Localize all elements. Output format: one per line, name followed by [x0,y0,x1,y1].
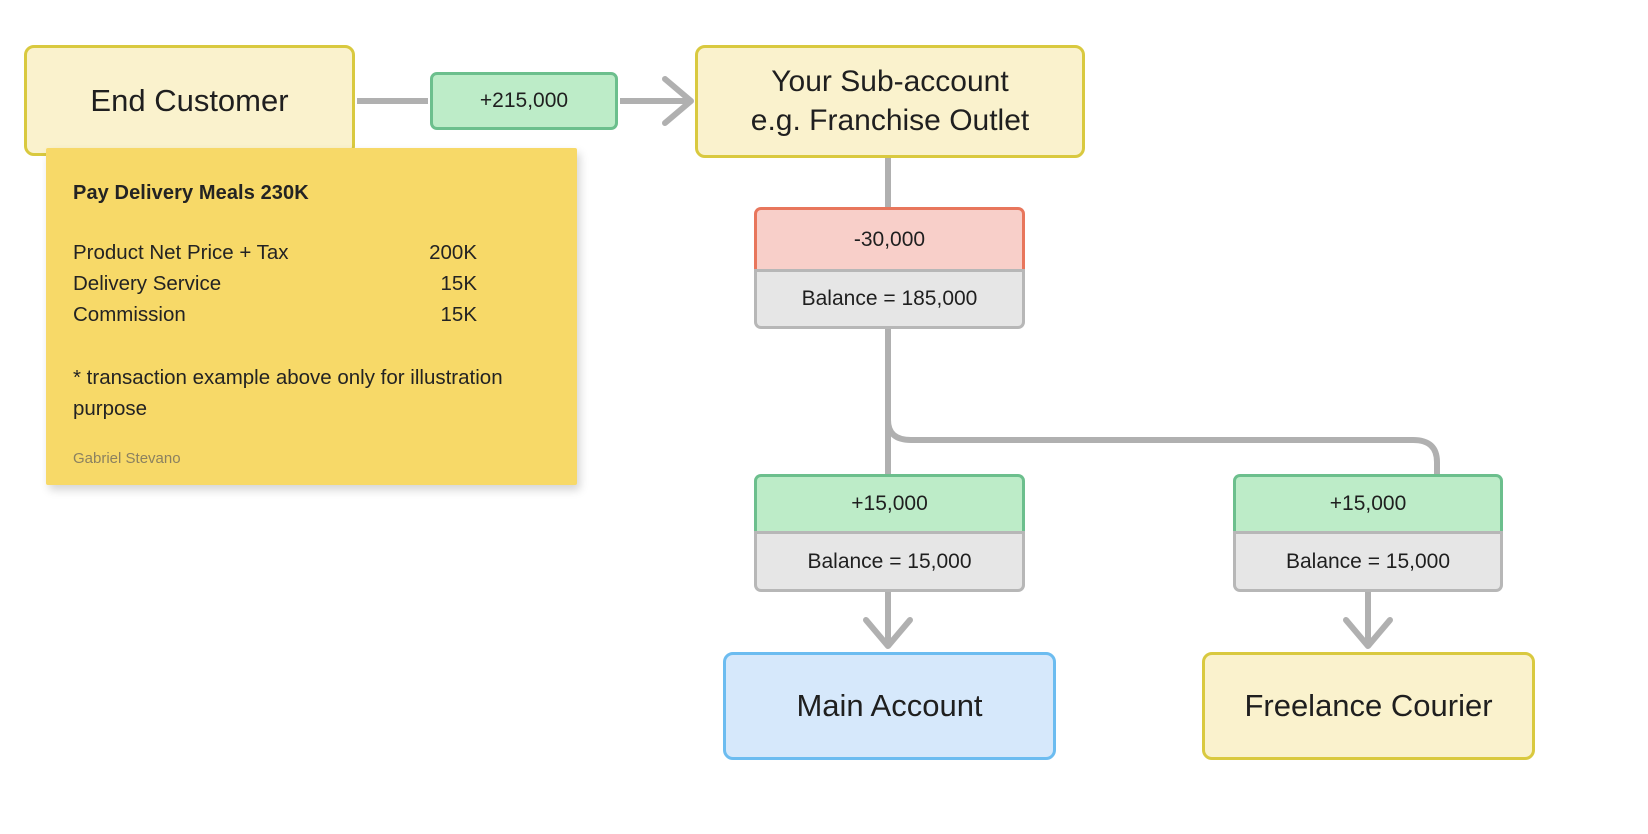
amount-chip-customer-payment-value: +215,000 [479,89,569,112]
breakdown-value: 200K [429,241,477,264]
breakdown-label: Delivery Service [73,271,222,295]
transaction-amount-commission[interactable]: +15,000 [754,474,1025,531]
node-freelance-courier-label: Freelance Courier [1244,688,1493,724]
transaction-card-delivery-fee[interactable]: +15,000 Balance = 15,000 [1233,474,1503,592]
node-end-customer[interactable]: End Customer [24,45,355,156]
transaction-amount-delivery-fee[interactable]: +15,000 [1233,474,1503,531]
breakdown-label: Commission [73,302,186,326]
breakdown-value: 15K [440,302,477,326]
arrowhead-right-subaccount [662,76,694,126]
transaction-amount-commission-value: +15,000 [851,492,928,515]
sticky-note-breakdown-row: Product Net Price + Tax 200K [73,238,550,269]
sticky-note-title: Pay Delivery Meals 230K [73,182,309,204]
transaction-amount-subaccount-fee[interactable]: -30,000 [754,207,1025,269]
sticky-note-breakdown-row: Commission 15K [73,300,550,331]
transaction-balance-commission[interactable]: Balance = 15,000 [754,531,1025,592]
sticky-note-author: Gabriel Stevano [73,449,181,467]
transaction-balance-delivery-fee-value: Balance = 15,000 [1285,549,1451,573]
transaction-card-commission[interactable]: +15,000 Balance = 15,000 [754,474,1025,592]
transaction-balance-subaccount-fee-value: Balance = 185,000 [801,287,978,310]
transaction-balance-commission-value: Balance = 15,000 [807,549,972,573]
transaction-balance-subaccount-fee[interactable]: Balance = 185,000 [754,269,1025,329]
sticky-note-breakdown-list: Product Net Price + Tax 200K Delivery Se… [73,238,550,330]
node-main-account[interactable]: Main Account [723,652,1056,760]
transaction-card-subaccount-fee[interactable]: -30,000 Balance = 185,000 [754,207,1025,329]
amount-chip-customer-payment[interactable]: +215,000 [430,72,618,130]
arrowhead-down-main-account [863,617,913,649]
sticky-note-footnote: * transaction example above only for ill… [73,366,503,421]
node-freelance-courier[interactable]: Freelance Courier [1202,652,1535,760]
transaction-amount-delivery-fee-value: +15,000 [1329,492,1407,515]
transaction-balance-delivery-fee[interactable]: Balance = 15,000 [1233,531,1503,592]
sticky-note-breakdown-row: Delivery Service 15K [73,269,550,300]
breakdown-value: 15K [440,271,477,295]
breakdown-label: Product Net Price + Tax [73,241,289,264]
transaction-amount-subaccount-fee-value: -30,000 [853,227,926,251]
node-sub-account-label-line2: e.g. Franchise Outlet [750,103,1030,137]
edge-branch-to-delivery-fee [885,405,1440,479]
node-sub-account-label-line1: Your Sub-account [771,65,1009,99]
arrowhead-down-freelance-courier [1343,617,1393,649]
node-main-account-label: Main Account [796,688,983,724]
node-sub-account[interactable]: Your Sub-account e.g. Franchise Outlet [695,45,1085,158]
sticky-note[interactable]: Pay Delivery Meals 230K Product Net Pric… [46,148,577,485]
node-end-customer-label: End Customer [90,82,289,118]
